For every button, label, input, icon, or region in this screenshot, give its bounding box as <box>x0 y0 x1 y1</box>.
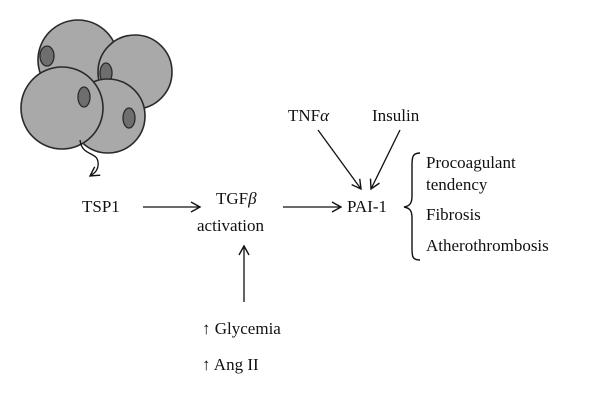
cell-front-nucleus <box>77 86 91 108</box>
tsp1-label: TSP1 <box>82 197 120 216</box>
tnfa-label: TNFα <box>288 106 329 126</box>
cell-front <box>20 66 104 150</box>
ang2-label: ↑ Ang II <box>202 355 259 374</box>
tnfa-prefix: TNF <box>288 106 321 125</box>
tgfb-symbol: β <box>248 189 257 208</box>
cell-top-nucleus <box>39 45 55 67</box>
cells-to-tsp1-arrow <box>79 139 101 177</box>
tgfb-prefix: TGF <box>216 189 249 208</box>
glycemia-label: ↑ Glycemia <box>202 319 281 338</box>
pai1-label: PAI-1 <box>347 197 387 216</box>
cell-bottom-right-nucleus <box>122 107 136 129</box>
procoagulant-label: Procoagulant <box>426 153 516 172</box>
cell-cluster <box>20 19 173 154</box>
tendency-label: tendency <box>426 175 488 194</box>
outcomes-brace <box>403 152 421 261</box>
atherothrombosis-label: Atherothrombosis <box>426 236 549 255</box>
tnfa-to-pai1-arrow <box>317 129 362 191</box>
insulin-label: Insulin <box>372 106 420 125</box>
insulin-to-pai1-arrow <box>369 129 401 191</box>
tnfa-symbol: α <box>320 106 330 125</box>
fibrosis-label: Fibrosis <box>426 205 481 224</box>
activation-label: activation <box>197 216 265 235</box>
tgfb-label: TGFβ <box>216 189 257 209</box>
